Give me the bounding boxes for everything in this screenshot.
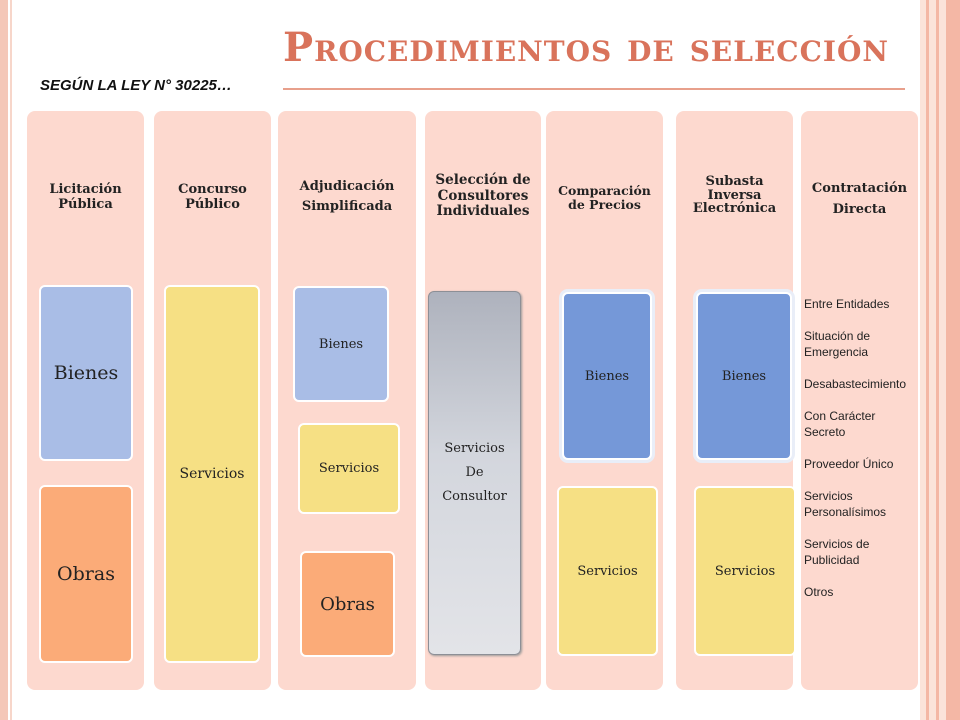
box-obras: Obras — [39, 485, 133, 663]
column-heading: Adjudicación Simplificada — [299, 179, 395, 214]
list-item: Servicios Personalísimos — [804, 489, 887, 519]
box-servicios: Servicios — [694, 486, 796, 656]
list-item: Entre Entidades — [804, 297, 890, 311]
right-frame-stripes — [920, 0, 960, 720]
box-servicios: Servicios — [557, 486, 658, 656]
box-servicios-de-consultor: Servicios De Consultor — [428, 291, 521, 655]
list-item: Servicios de Publicidad — [804, 537, 870, 567]
slide-subtitle: SEGÚN LA LEY N° 30225… — [40, 77, 232, 94]
list-item: Situación de Emergencia — [804, 329, 871, 359]
column-licitacion-publica: Licitación Pública Bienes Obras — [27, 111, 144, 690]
column-heading: Selección de Consultores Individuales — [435, 172, 531, 220]
column-adjudicacion-simplificada: Adjudicación Simplificada Bienes Servici… — [278, 111, 416, 690]
left-frame-stripe — [0, 0, 8, 720]
box-bienes: Bienes — [39, 285, 133, 461]
column-heading: Subasta Inversa Electrónica — [692, 174, 777, 217]
list-item: Desabastecimiento — [804, 377, 907, 391]
column-heading: Contratación Directa — [811, 181, 908, 217]
box-bienes: Bienes — [696, 292, 792, 460]
box-obras: Obras — [300, 551, 395, 657]
column-seleccion-consultores: Selección de Consultores Individuales Se… — [425, 111, 541, 690]
left-frame-line — [10, 0, 12, 720]
column-contratacion-directa: Contratación Directa — [801, 111, 918, 690]
slide-title: Procedimientos de selección — [283, 24, 889, 71]
list-item: Otros — [804, 585, 834, 599]
list-item: Con Carácter Secreto — [804, 409, 876, 439]
column-heading: Concurso Público — [178, 182, 247, 212]
column-comparacion-precios: Comparación de Precios Bienes Servicios — [546, 111, 663, 690]
box-servicios: Servicios — [298, 423, 400, 514]
box-bienes: Bienes — [562, 292, 652, 460]
column-heading: Comparación de Precios — [558, 183, 651, 213]
column-concurso-publico: Concurso Público Servicios — [154, 111, 271, 690]
box-bienes: Bienes — [293, 286, 389, 402]
title-underline — [283, 88, 905, 90]
column-heading: Licitación Pública — [49, 182, 122, 212]
column-subasta-inversa: Subasta Inversa Electrónica Bienes Servi… — [676, 111, 796, 690]
box-servicios: Servicios — [164, 285, 260, 663]
list-item: Proveedor Único — [804, 457, 894, 471]
contratacion-directa-list: Entre Entidades Situación de Emergencia … — [804, 296, 919, 616]
